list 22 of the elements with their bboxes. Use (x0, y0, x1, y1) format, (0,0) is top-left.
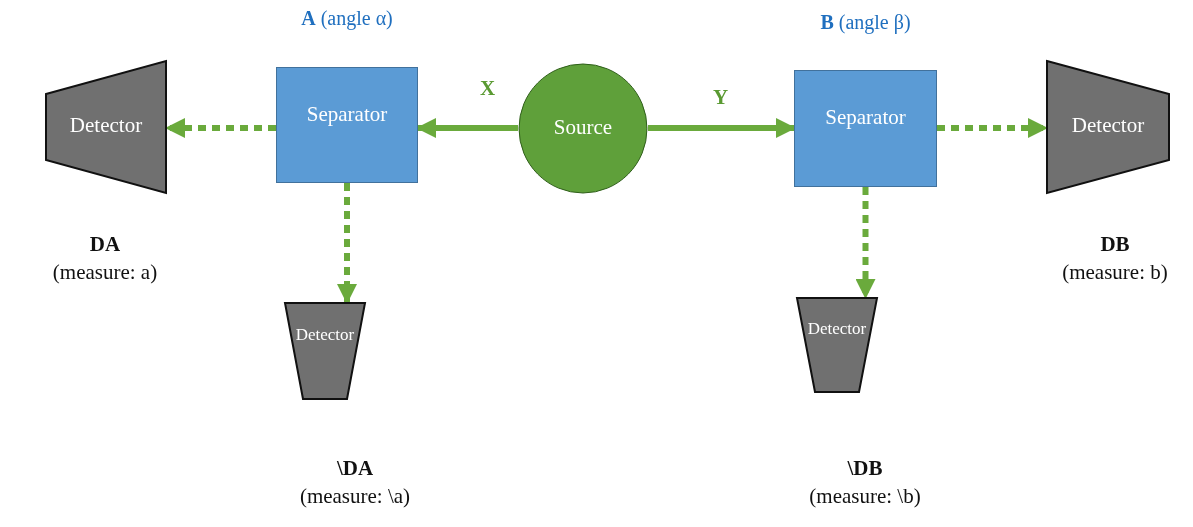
node-label: Detector (1070, 113, 1146, 138)
arrow (648, 118, 796, 138)
node-label: Detector (806, 319, 868, 339)
node-label: Detector (294, 325, 356, 345)
heading: A (angle α) (300, 6, 394, 32)
node-label: Separator (305, 102, 389, 127)
arrow (937, 118, 1048, 138)
measure-label: (measure: \b) (808, 483, 922, 509)
arrow (337, 183, 357, 304)
detector-name: DA (88, 231, 122, 257)
detector-name: \DB (846, 455, 884, 481)
node-label: Separator (824, 105, 907, 130)
measure-label: (measure: a) (51, 259, 159, 285)
arrow (416, 118, 518, 138)
node-label: Source (552, 114, 614, 140)
measure-label: (measure: \a) (298, 483, 412, 509)
measure-label: (measure: b) (1061, 259, 1169, 285)
detector-name: \DA (335, 455, 375, 481)
heading: B (angle β) (819, 10, 912, 36)
detector-name: DB (1099, 231, 1131, 257)
node-label: Detector (68, 113, 144, 138)
arrow (855, 187, 876, 299)
